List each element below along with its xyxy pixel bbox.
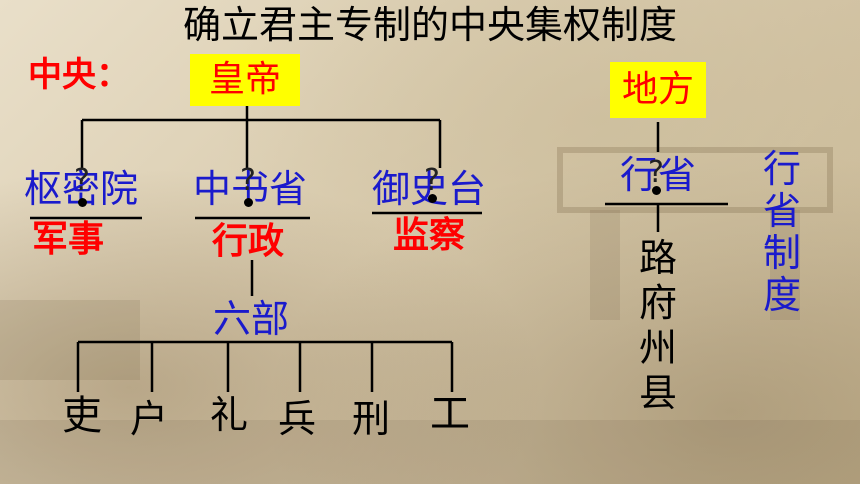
emperor-box: 皇帝 (190, 54, 300, 106)
local-box: 地方 (610, 62, 706, 118)
local-label: 地方 (621, 69, 694, 110)
branch-role-administration: 行政 (212, 221, 285, 262)
level-zhou: 州 (638, 326, 677, 370)
level-xian: 县 (638, 371, 677, 415)
ministry-item: 工 (430, 391, 470, 437)
province-system-char: 省 (762, 189, 801, 233)
central-label: 中央： (28, 55, 130, 95)
branch-role-supervision: 监察 (393, 215, 466, 256)
local-levels: 路 府 州 县 (636, 236, 680, 416)
dot-icon (428, 194, 437, 203)
ministry-item: 礼 (210, 393, 249, 437)
province-system-label: 行省制度 (760, 148, 804, 316)
dot-icon (244, 198, 253, 207)
question-mark-icon: ? (240, 163, 256, 198)
province-system-char: 制 (762, 231, 801, 275)
six-ministries-label: 六部 (213, 297, 290, 341)
ministry-item: 吏 (62, 393, 102, 439)
level-lu: 路 (638, 236, 677, 280)
ministry-item: 刑 (352, 397, 391, 441)
branch-role-military: 军事 (32, 219, 105, 260)
province-system-char: 行 (762, 147, 801, 191)
province-system-char: 度 (762, 273, 801, 317)
level-fu: 府 (638, 281, 677, 325)
dot-icon (78, 198, 87, 207)
question-mark-icon: ? (424, 163, 440, 198)
question-mark-icon: ? (74, 163, 90, 198)
page-title: 确立君主专制的中央集权制度 (182, 3, 677, 47)
question-mark-icon: ? (648, 155, 664, 190)
ministry-item: 户 (130, 397, 169, 441)
dot-icon (652, 186, 661, 195)
ministry-item: 兵 (278, 397, 317, 441)
emperor-label: 皇帝 (208, 59, 281, 100)
